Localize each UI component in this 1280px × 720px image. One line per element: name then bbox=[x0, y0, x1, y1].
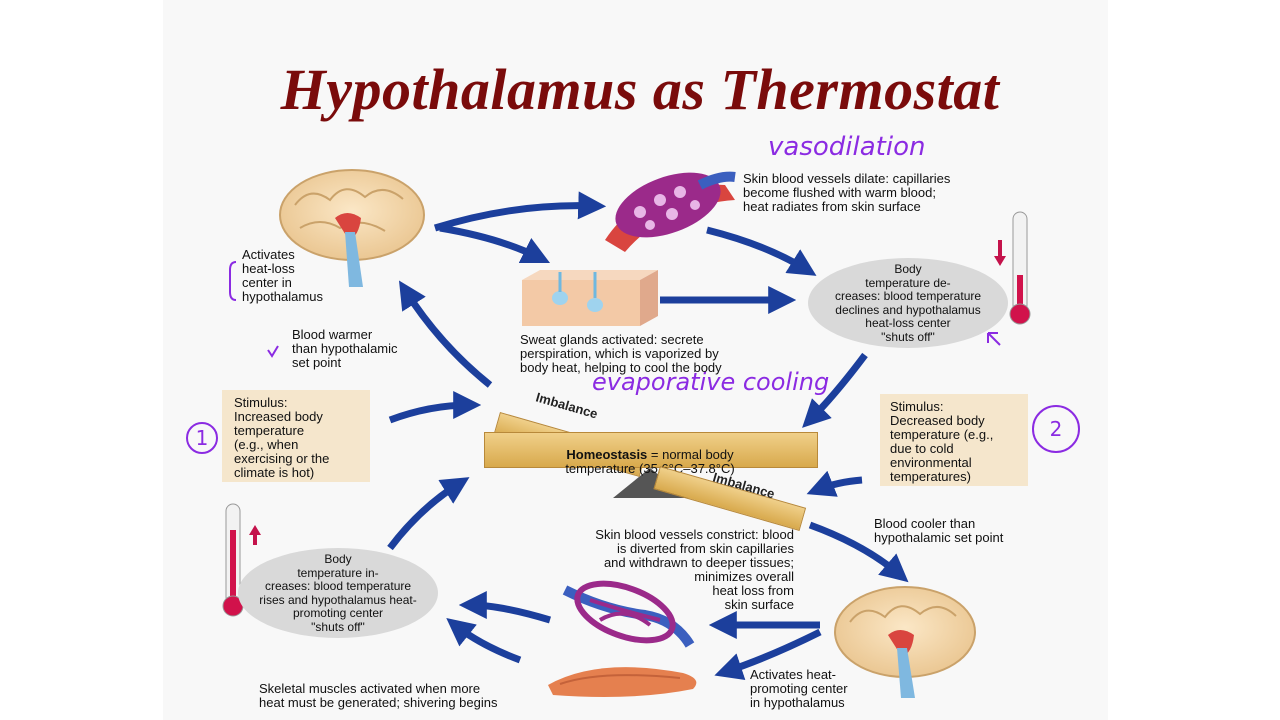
feedback-arrows bbox=[387, 191, 909, 680]
thermometer-bottom bbox=[222, 503, 261, 617]
stimulus-increased-box: Stimulus: Increased body temperature (e.… bbox=[222, 390, 370, 482]
vasodilation-description: Skin blood vessels dilate: capillaries b… bbox=[743, 171, 951, 214]
vasoconstriction-description: Skin blood vessels constrict: blood is d… bbox=[595, 527, 794, 612]
homeostasis-plank bbox=[484, 432, 818, 468]
skeletal-muscles-description: Skeletal muscles activated when more hea… bbox=[259, 681, 498, 710]
body-temp-decreases-ellipse bbox=[808, 258, 1008, 348]
homeostasis-bold: Homeostasis bbox=[566, 447, 648, 462]
stimulus-decreased-text: Stimulus: Decreased body temperature (e.… bbox=[890, 399, 994, 484]
annotation-vasodilation: vasodilation bbox=[768, 132, 926, 162]
body-temp-increases-text: Body temperature in- creases: blood temp… bbox=[259, 552, 417, 634]
constricted-vessels-illustration bbox=[562, 580, 695, 648]
heat-promoting-center-label: Activates heat- promoting center in hypo… bbox=[750, 667, 848, 710]
stimulus-2-marker: 2 bbox=[1032, 405, 1080, 453]
blood-cooler-label: Blood cooler than hypothalamic set point bbox=[874, 516, 1004, 545]
brain-bottom-illustration bbox=[834, 586, 976, 698]
stimulus-decreased-box: Stimulus: Decreased body temperature (e.… bbox=[880, 394, 1028, 486]
blood-warmer-label: Blood warmer than hypothalamic set point bbox=[292, 327, 398, 370]
stimulus-increased-text: Stimulus: Increased body temperature (e.… bbox=[234, 395, 330, 480]
muscle-illustration bbox=[548, 667, 697, 697]
sweat-glands-description: Sweat glands activated: secrete perspira… bbox=[520, 332, 722, 375]
dilated-vessels-illustration bbox=[605, 171, 736, 252]
page-title: Hypothalamus as Thermostat bbox=[280, 57, 1000, 122]
sweat-gland-illustration bbox=[522, 270, 658, 326]
stimulus-1-marker: 1 bbox=[186, 422, 218, 454]
body-temp-increases-ellipse bbox=[238, 548, 438, 638]
homeostasis-range: temperature (35.6°C–37.8°C) bbox=[565, 461, 735, 476]
thermometer-top bbox=[994, 211, 1031, 325]
brain-top-illustration bbox=[279, 169, 425, 287]
homeostasis-rest: = normal body bbox=[647, 447, 734, 462]
annotation-evaporative-cooling: evaporative cooling bbox=[592, 368, 830, 396]
heat-loss-center-label: Activates heat-loss center in hypothalam… bbox=[242, 247, 323, 304]
body-temp-decreases-text: Body temperature de- creases: blood temp… bbox=[834, 262, 982, 344]
handwritten-marks bbox=[229, 261, 1001, 358]
